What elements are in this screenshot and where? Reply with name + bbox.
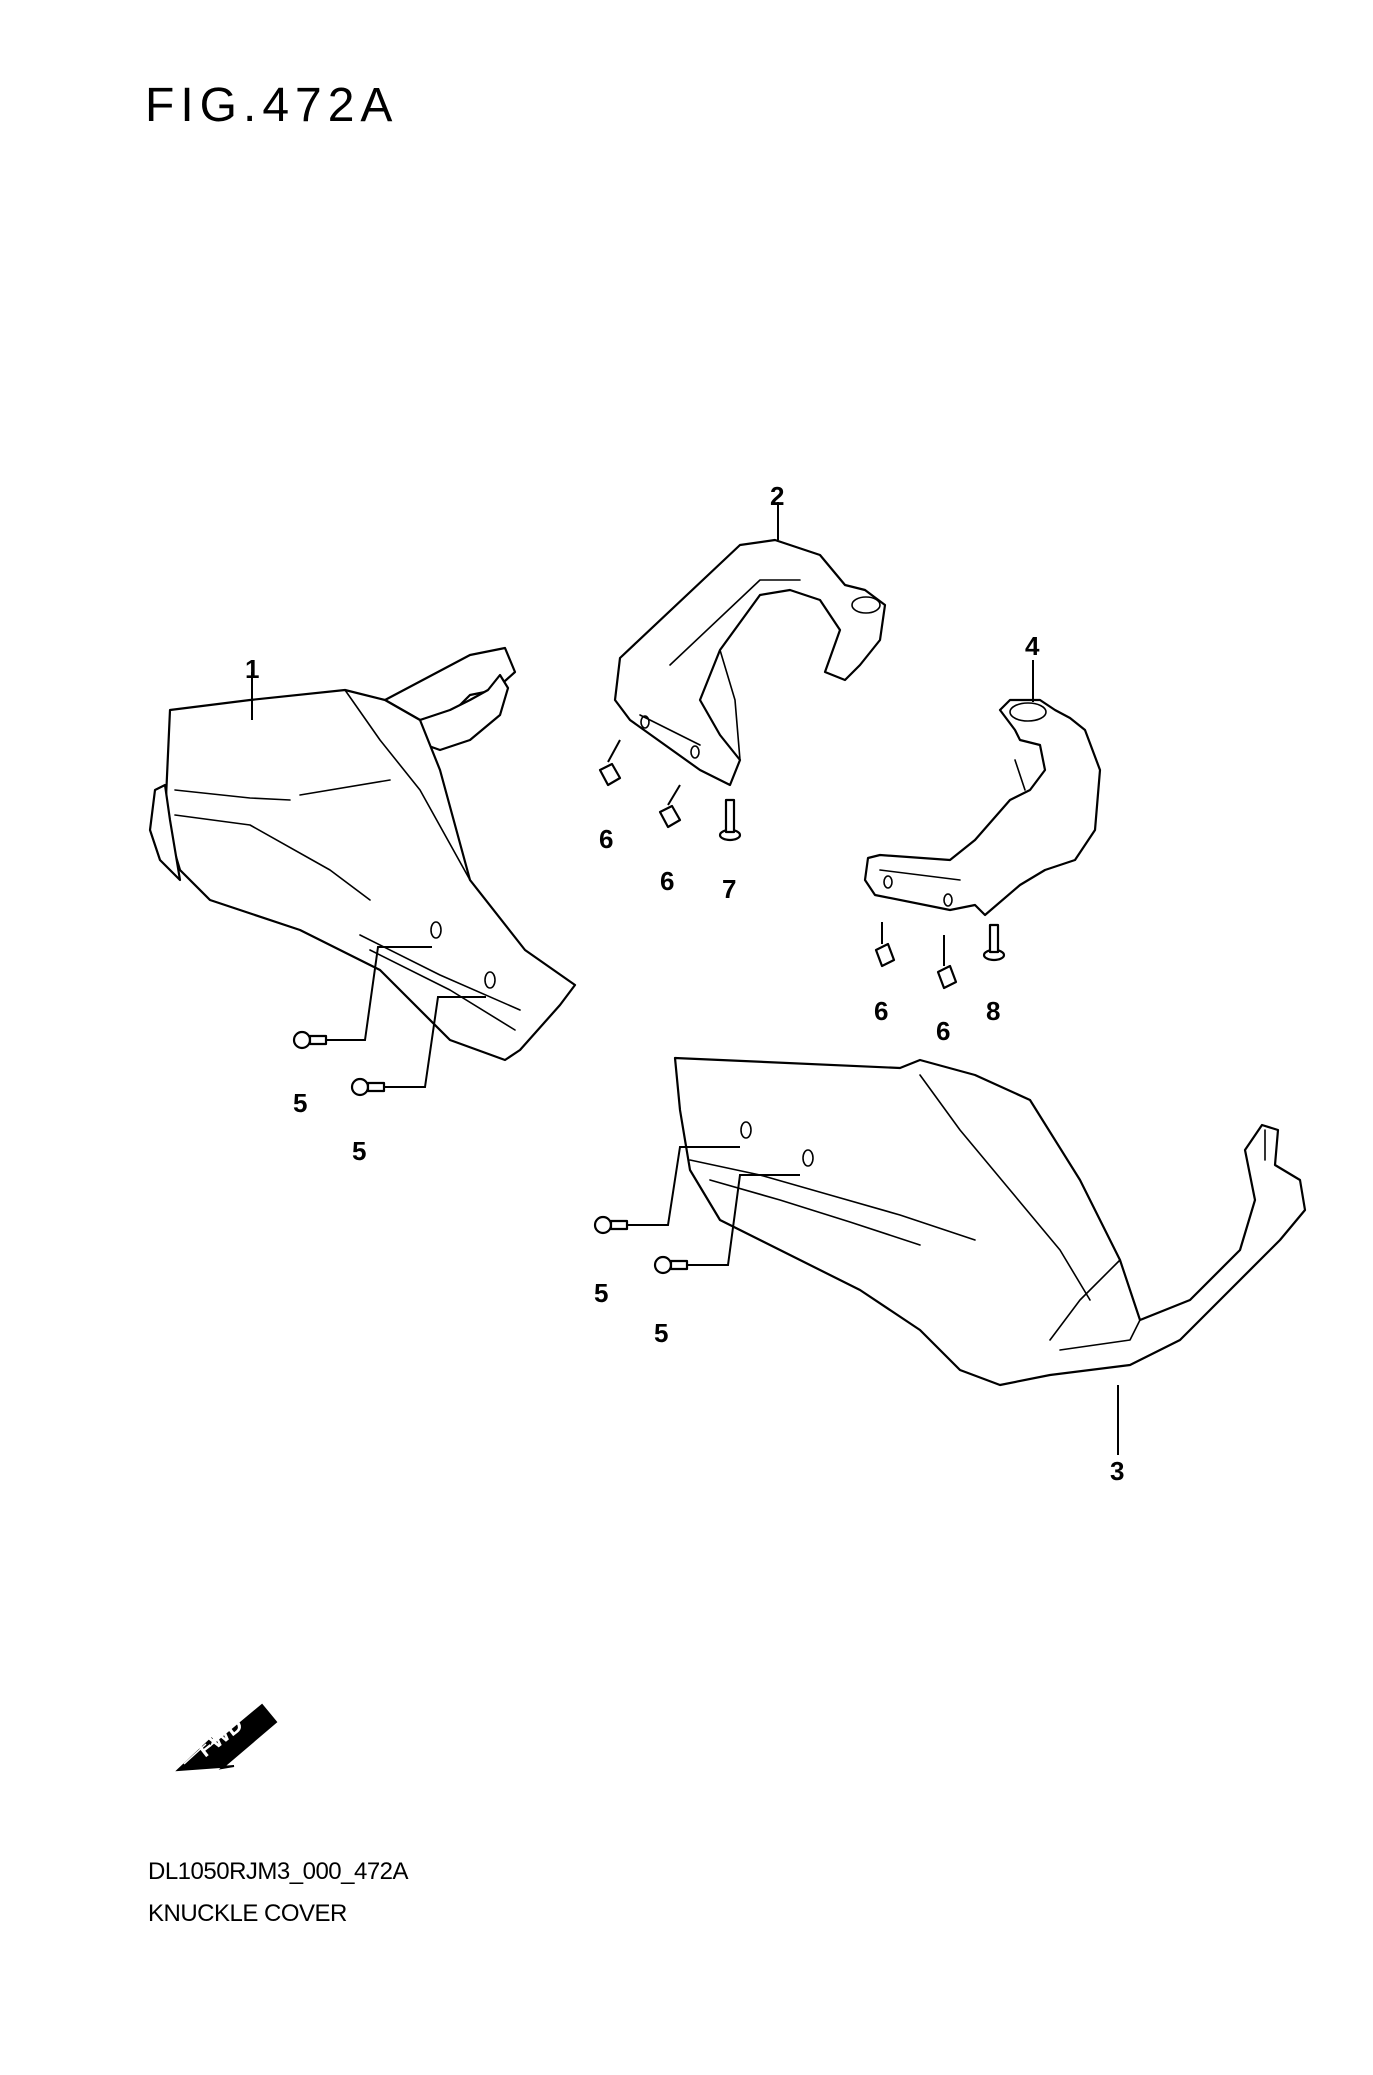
callout-6c: 6 (874, 996, 888, 1026)
knuckle-cover-left (148, 646, 577, 1062)
screw-5b (350, 1077, 386, 1097)
callout-6b: 6 (660, 866, 674, 896)
nut-6b (658, 804, 682, 829)
bracket-left (613, 538, 887, 787)
figure-code: DL1050RJM3_000_472A (148, 1858, 409, 1885)
figure-title: FIG.472A (145, 79, 399, 132)
fwd-arrow-icon: FWD (175, 1703, 278, 1772)
screw-5d (653, 1255, 689, 1275)
bracket-right (863, 698, 1102, 917)
nut-6c (874, 942, 896, 968)
nut-6d (936, 964, 958, 990)
callout-1: 1 (245, 654, 259, 684)
pin-8 (982, 923, 1006, 962)
callout-5c: 5 (594, 1278, 608, 1308)
callout-6a: 6 (599, 824, 613, 854)
screw-5c (593, 1215, 629, 1235)
leader-lines (251, 502, 1119, 1455)
screw-5a (292, 1030, 328, 1050)
pin-7 (718, 798, 742, 842)
figure-description: KNUCKLE COVER (148, 1900, 347, 1927)
callout-5b: 5 (352, 1136, 366, 1166)
callout-2: 2 (770, 481, 784, 511)
callout-8: 8 (986, 996, 1000, 1026)
callout-5d: 5 (654, 1318, 668, 1348)
callout-3: 3 (1110, 1456, 1124, 1486)
knuckle-cover-right (673, 1056, 1307, 1387)
callout-6d: 6 (936, 1016, 950, 1046)
callout-5a: 5 (293, 1088, 307, 1118)
nut-6a (598, 762, 622, 787)
callout-4: 4 (1025, 631, 1040, 661)
callout-7: 7 (722, 874, 736, 904)
